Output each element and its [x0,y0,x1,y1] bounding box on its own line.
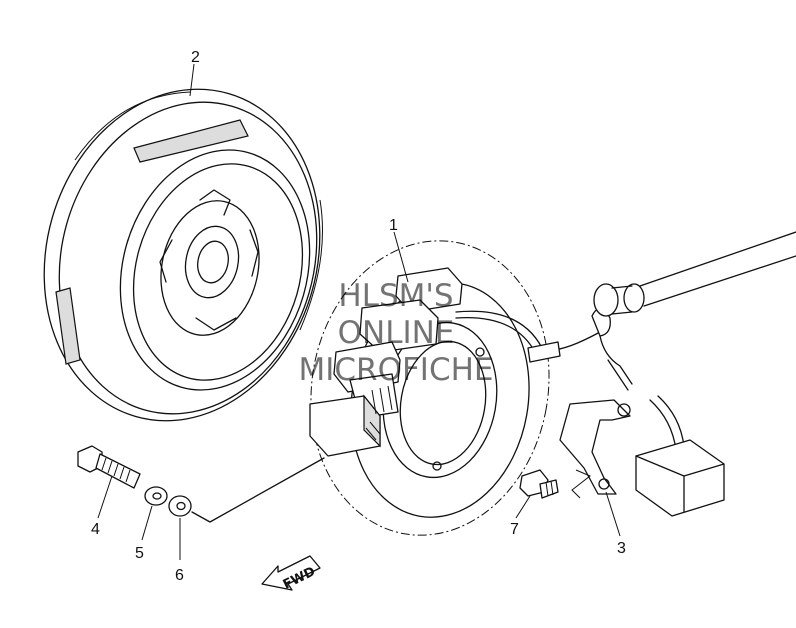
washer-part-5 [144,486,168,506]
watermark-line-2: ONLINE [338,315,455,351]
callout-7: 7 [510,521,519,538]
watermark-line-3: MICROFICHE [299,352,494,388]
stator-part [309,231,796,536]
callout-5: 5 [135,545,144,562]
callout-3: 3 [617,540,626,557]
watermark: HLSM'S ONLINE MICROFICHE [299,278,494,388]
screw-part-7 [519,469,559,499]
assembly-line [191,457,325,523]
callout-6: 6 [175,567,184,584]
callout-2: 2 [191,49,200,66]
leader-lines [97,63,621,560]
watermark-line-1: HLSM'S [338,278,453,314]
bracket-part [559,399,631,499]
callout-1: 1 [389,217,398,234]
bolt-part-4 [77,445,141,489]
callout-4: 4 [91,521,100,538]
rotor-part [43,88,323,422]
forward-arrow-icon: FWD [261,555,321,593]
washer-part-6 [168,495,192,517]
connector-part [635,439,725,517]
